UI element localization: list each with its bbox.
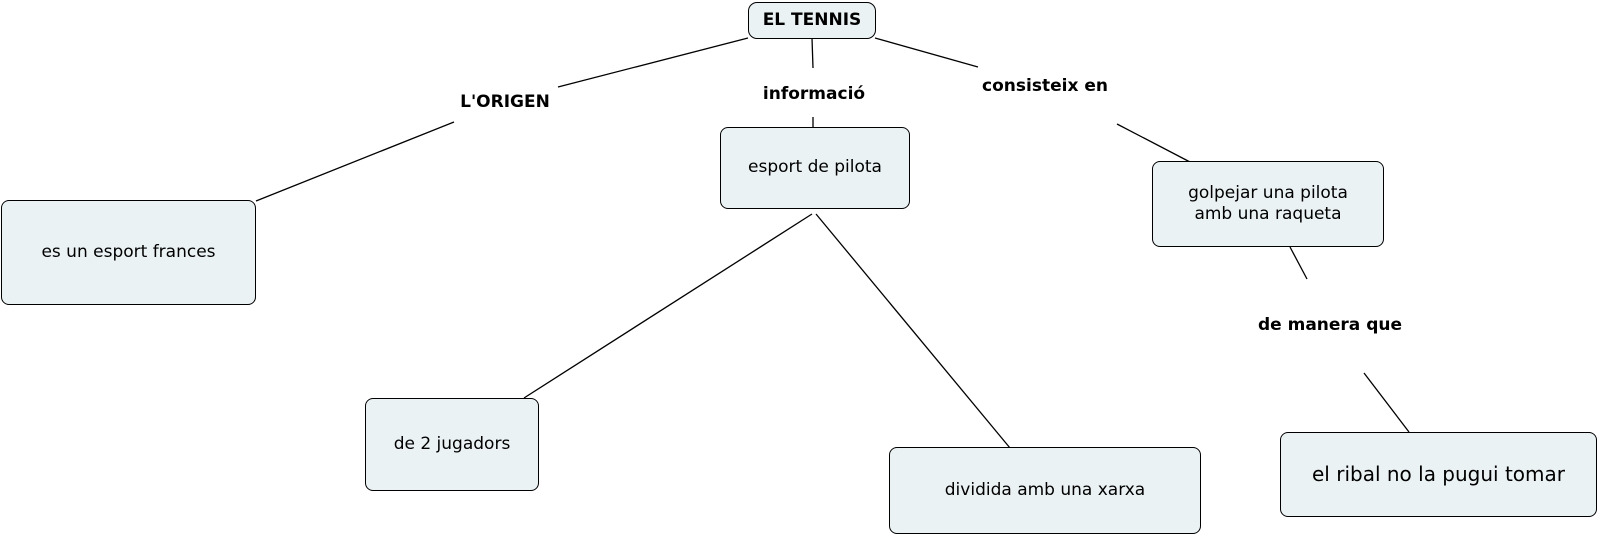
connector-root-origen [557, 37, 749, 88]
connector-consisteix-golpejar [1116, 123, 1191, 163]
link-label-de-manera-que: de manera que [1257, 315, 1403, 335]
link-label-consisteix: consisteix en [982, 76, 1108, 96]
concept-node-ribal[interactable]: el ribal no la pugui tomar [1280, 432, 1597, 517]
concept-node-jugadors[interactable]: de 2 jugadors [365, 398, 539, 491]
concept-node-esport-frances[interactable]: es un esport frances [1, 200, 256, 305]
link-label-origen: L'ORIGEN [460, 92, 550, 112]
connector-origen-frances [255, 121, 455, 202]
connector-demanera-ribal [1363, 372, 1410, 433]
connector-pilota-xarxa [815, 213, 1011, 449]
root-concept-node[interactable]: EL TENNIS [748, 2, 876, 39]
connector-pilota-jugadors [523, 213, 813, 399]
concept-node-esport-pilota[interactable]: esport de pilota [720, 127, 910, 209]
concept-node-golpejar[interactable]: golpejar una pilota amb una raqueta [1152, 161, 1384, 247]
link-label-informacio: informació [762, 84, 866, 104]
connector-golpejar-demanera [1289, 246, 1308, 280]
connector-root-consisteix [874, 37, 979, 68]
connector-root-informacio [811, 37, 814, 69]
concept-node-xarxa[interactable]: dividida amb una xarxa [889, 447, 1201, 534]
